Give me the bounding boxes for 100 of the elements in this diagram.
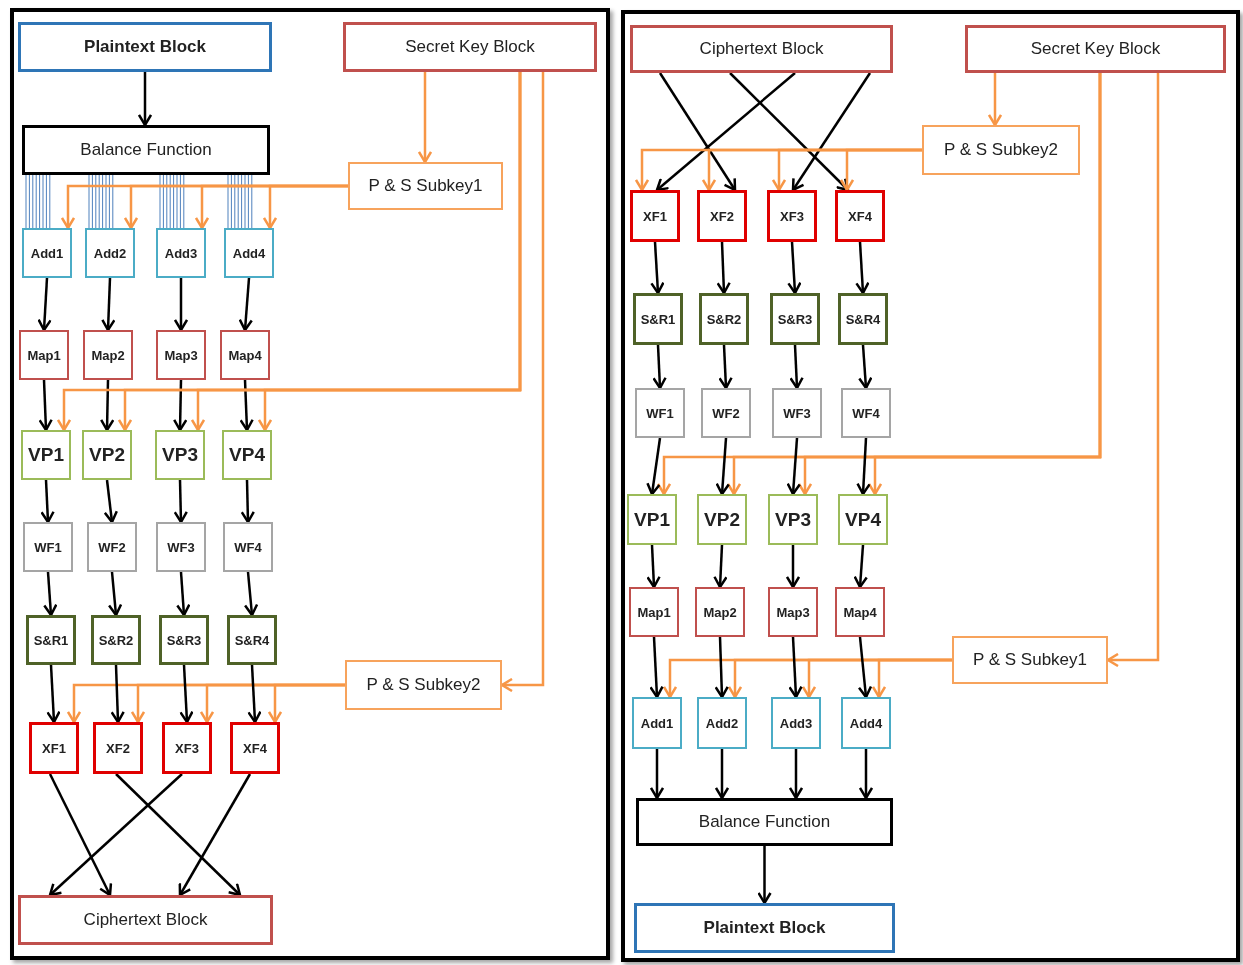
arrow <box>787 241 802 295</box>
arrow <box>652 344 667 390</box>
arrow <box>716 241 731 295</box>
arrow <box>243 571 259 617</box>
process-box: Map1 <box>629 587 679 637</box>
process-box: P & S Subkey2 <box>345 660 502 710</box>
arrow <box>262 184 348 230</box>
process-box: XF3 <box>162 722 212 774</box>
arrow <box>240 479 255 524</box>
arrow <box>173 479 188 524</box>
process-box: Map2 <box>695 587 745 637</box>
arrow <box>40 479 55 524</box>
arrow <box>43 571 58 617</box>
arrow <box>757 846 772 905</box>
arrow <box>714 749 730 800</box>
process-box: VP1 <box>627 494 677 545</box>
arrow <box>267 683 345 724</box>
arrow <box>713 544 728 589</box>
process-box: S&R3 <box>159 615 209 665</box>
process-box: Map1 <box>19 330 69 380</box>
arrow <box>858 749 874 800</box>
process-box: WF1 <box>635 388 685 438</box>
process-box: XF1 <box>630 190 680 242</box>
arrow <box>110 664 125 724</box>
arrow <box>46 664 61 724</box>
arrow <box>48 773 183 897</box>
process-box: VP3 <box>768 494 818 545</box>
arrow <box>48 773 113 897</box>
process-box: Add4 <box>841 697 891 749</box>
process-box: Add2 <box>697 697 747 749</box>
process-box: WF3 <box>156 522 206 572</box>
arrow <box>137 72 153 127</box>
process-box: Map4 <box>835 587 885 637</box>
arrow <box>718 344 733 390</box>
process-box: Secret Key Block <box>965 25 1226 73</box>
arrow <box>658 72 737 192</box>
process-box: VP4 <box>838 494 888 545</box>
connector-line <box>88 174 114 229</box>
connector-line <box>159 174 185 229</box>
arrow <box>649 636 664 699</box>
process-box: S&R1 <box>26 615 76 665</box>
arrow <box>785 545 801 589</box>
process-box: Map2 <box>83 330 133 380</box>
arrow <box>107 571 123 617</box>
process-box: XF2 <box>697 190 747 242</box>
arrow <box>239 379 254 432</box>
process-box: Add1 <box>22 228 72 278</box>
process-box: WF4 <box>223 522 273 572</box>
arrow <box>649 749 665 800</box>
connector-line <box>25 174 51 229</box>
process-box: Add3 <box>156 228 206 278</box>
arrow <box>858 344 873 390</box>
process-box: XF2 <box>93 722 143 774</box>
process-box: XF1 <box>29 722 79 774</box>
arrow <box>839 148 922 192</box>
arrow <box>99 379 115 432</box>
arrow <box>257 72 522 432</box>
arrow <box>247 664 262 724</box>
process-box: Balance Function <box>636 798 893 846</box>
process-box: S&R4 <box>227 615 277 665</box>
process-box: VP4 <box>222 430 272 480</box>
arrow <box>103 479 119 524</box>
arrow <box>178 773 252 897</box>
process-box: WF3 <box>772 388 822 438</box>
arrow <box>238 277 253 332</box>
arrow <box>867 73 1102 496</box>
process-box: Ciphertext Block <box>18 895 273 945</box>
process-box: P & S Subkey1 <box>952 636 1108 684</box>
connector-line <box>227 174 253 229</box>
process-box: VP3 <box>155 430 205 480</box>
process-box: Add4 <box>224 228 274 278</box>
arrow <box>115 773 242 897</box>
process-box: VP1 <box>21 430 71 480</box>
process-box: WF2 <box>701 388 751 438</box>
process-box: Map3 <box>768 587 818 637</box>
process-box: Map3 <box>156 330 206 380</box>
process-box: Ciphertext Block <box>630 25 893 73</box>
process-box: S&R1 <box>633 293 683 345</box>
arrow <box>417 72 433 164</box>
arrow <box>101 277 116 332</box>
arrow <box>855 241 870 295</box>
arrow <box>715 437 730 496</box>
process-box: S&R4 <box>838 293 888 345</box>
arrow <box>650 241 665 295</box>
process-box: Map4 <box>220 330 270 380</box>
process-box: VP2 <box>697 494 747 545</box>
arrow <box>173 278 189 332</box>
process-box: Plaintext Block <box>634 903 895 953</box>
arrow <box>853 544 868 589</box>
arrow <box>646 437 662 496</box>
arrow <box>857 636 873 699</box>
process-box: WF2 <box>87 522 137 572</box>
arrow <box>788 749 804 800</box>
arrow <box>655 72 796 192</box>
process-box: Add2 <box>85 228 135 278</box>
process-box: P & S Subkey1 <box>348 162 503 210</box>
arrow <box>37 277 52 332</box>
process-box: S&R2 <box>91 615 141 665</box>
process-box: XF3 <box>767 190 817 242</box>
process-box: WF4 <box>841 388 891 438</box>
